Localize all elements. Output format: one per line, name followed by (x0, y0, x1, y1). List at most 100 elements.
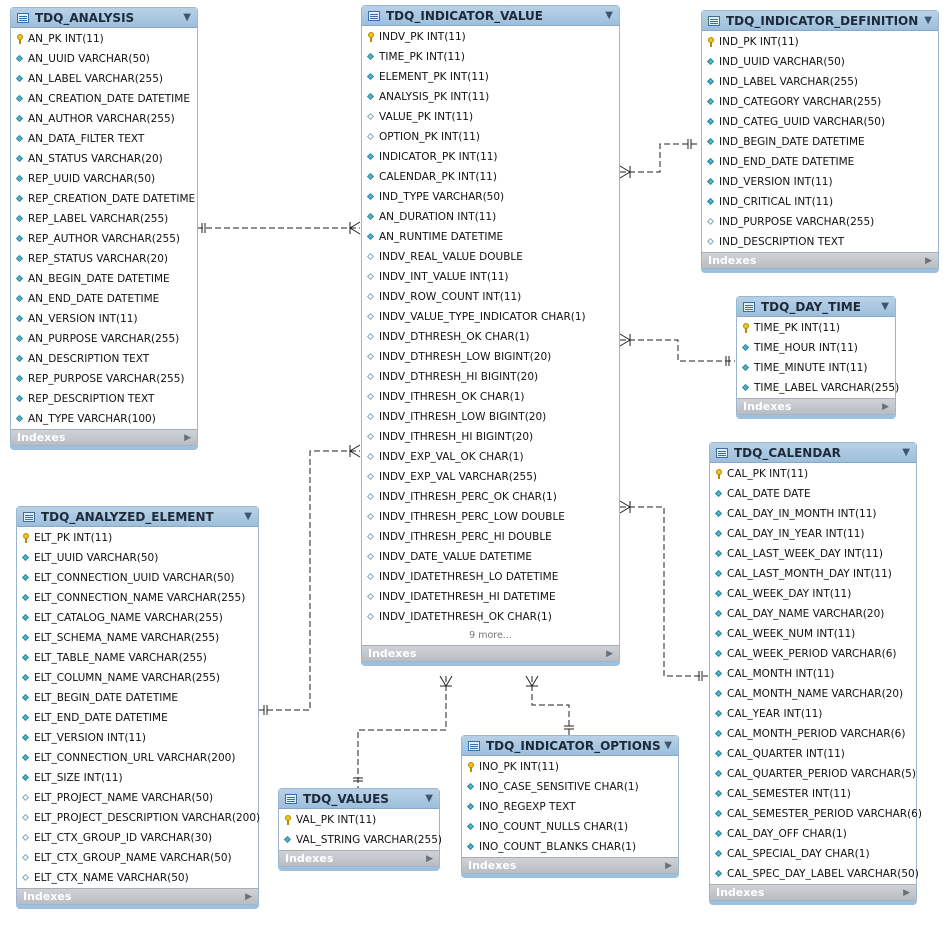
column-row[interactable]: IND_VERSION INT(11) (702, 172, 938, 192)
column-row[interactable]: OPTION_PK INT(11) (362, 127, 619, 147)
column-row[interactable]: CAL_WEEK_PERIOD VARCHAR(6) (710, 644, 916, 664)
indexes-section[interactable]: Indexes▶ (737, 398, 895, 414)
column-row[interactable]: ELT_CONNECTION_URL VARCHAR(200) (17, 748, 258, 768)
column-row[interactable]: CAL_DAY_NAME VARCHAR(20) (710, 604, 916, 624)
column-row[interactable]: INDV_DTHRESH_LOW BIGINT(20) (362, 347, 619, 367)
column-row[interactable]: CAL_MONTH_NAME VARCHAR(20) (710, 684, 916, 704)
column-row[interactable]: CAL_MONTH_PERIOD VARCHAR(6) (710, 724, 916, 744)
column-row[interactable]: CAL_SEMESTER_PERIOD VARCHAR(6) (710, 804, 922, 824)
column-row[interactable]: VALUE_PK INT(11) (362, 107, 619, 127)
column-row[interactable]: REP_CREATION_DATE DATETIME (11, 189, 197, 209)
column-row[interactable]: INO_REGEXP TEXT (462, 797, 678, 817)
column-row[interactable]: AN_AUTHOR VARCHAR(255) (11, 109, 197, 129)
column-row[interactable]: INDICATOR_PK INT(11) (362, 147, 619, 167)
column-row[interactable]: IND_UUID VARCHAR(50) (702, 52, 938, 72)
table-tdq-indicator-options[interactable]: TDQ_INDICATOR_OPTIONS▼INO_PK INT(11)INO_… (461, 735, 679, 874)
column-row[interactable]: AN_PK INT(11) (11, 29, 197, 49)
column-row[interactable]: CAL_QUARTER_PERIOD VARCHAR(5) (710, 764, 916, 784)
column-row[interactable]: IND_PURPOSE VARCHAR(255) (702, 212, 938, 232)
column-row[interactable]: CAL_MONTH INT(11) (710, 664, 916, 684)
column-row[interactable]: INDV_ITHRESH_HI BIGINT(20) (362, 427, 619, 447)
column-row[interactable]: INDV_ITHRESH_LOW BIGINT(20) (362, 407, 619, 427)
more-columns-link[interactable]: 9 more... (469, 630, 512, 641)
column-row[interactable]: AN_LABEL VARCHAR(255) (11, 69, 197, 89)
column-row[interactable]: AN_TYPE VARCHAR(100) (11, 409, 197, 429)
column-row[interactable]: ELT_TABLE_NAME VARCHAR(255) (17, 648, 258, 668)
column-row[interactable]: ELT_PK INT(11) (17, 528, 258, 548)
column-row[interactable]: ELT_CTX_GROUP_NAME VARCHAR(50) (17, 848, 258, 868)
expand-arrow-icon[interactable]: ▶ (426, 853, 433, 864)
column-row[interactable]: AN_DESCRIPTION TEXT (11, 349, 197, 369)
column-row[interactable]: IND_CRITICAL INT(11) (702, 192, 938, 212)
expand-arrow-icon[interactable]: ▶ (606, 648, 613, 659)
column-row[interactable]: INDV_ITHRESH_PERC_HI DOUBLE (362, 527, 619, 547)
column-row[interactable]: AN_DURATION INT(11) (362, 207, 619, 227)
column-row[interactable]: VAL_PK INT(11) (279, 810, 439, 830)
column-row[interactable]: INO_COUNT_BLANKS CHAR(1) (462, 837, 678, 857)
column-row[interactable]: CAL_DAY_IN_YEAR INT(11) (710, 524, 916, 544)
collapse-caret-icon[interactable]: ▼ (881, 301, 889, 312)
column-row[interactable]: IND_TYPE VARCHAR(50) (362, 187, 619, 207)
column-row[interactable]: INDV_ITHRESH_OK CHAR(1) (362, 387, 619, 407)
column-row[interactable]: ELT_PROJECT_NAME VARCHAR(50) (17, 788, 258, 808)
column-row[interactable]: TIME_LABEL VARCHAR(255) (737, 378, 899, 398)
column-row[interactable]: AN_END_DATE DATETIME (11, 289, 197, 309)
column-row[interactable]: AN_CREATION_DATE DATETIME (11, 89, 197, 109)
column-row[interactable]: IND_BEGIN_DATE DATETIME (702, 132, 938, 152)
column-row[interactable]: REP_DESCRIPTION TEXT (11, 389, 197, 409)
column-row[interactable]: INDV_PK INT(11) (362, 27, 619, 47)
column-row[interactable]: CAL_QUARTER INT(11) (710, 744, 916, 764)
column-row[interactable]: INDV_INT_VALUE INT(11) (362, 267, 619, 287)
column-row[interactable]: INDV_EXP_VAL_OK CHAR(1) (362, 447, 619, 467)
expand-arrow-icon[interactable]: ▶ (245, 891, 252, 902)
column-row[interactable]: REP_AUTHOR VARCHAR(255) (11, 229, 197, 249)
collapse-caret-icon[interactable]: ▼ (924, 15, 932, 26)
column-row[interactable]: ELT_VERSION INT(11) (17, 728, 258, 748)
column-row[interactable]: TIME_PK INT(11) (737, 318, 895, 338)
column-row[interactable]: REP_PURPOSE VARCHAR(255) (11, 369, 197, 389)
column-row[interactable]: INDV_VALUE_TYPE_INDICATOR CHAR(1) (362, 307, 619, 327)
table-header[interactable]: TDQ_ANALYZED_ELEMENT▼ (17, 507, 258, 527)
collapse-caret-icon[interactable]: ▼ (664, 740, 672, 751)
column-row[interactable]: AN_DATA_FILTER TEXT (11, 129, 197, 149)
column-row[interactable]: IND_PK INT(11) (702, 32, 938, 52)
column-row[interactable]: INDV_DATE_VALUE DATETIME (362, 547, 619, 567)
indexes-section[interactable]: Indexes▶ (279, 850, 439, 866)
column-row[interactable]: INDV_ITHRESH_PERC_LOW DOUBLE (362, 507, 619, 527)
column-row[interactable]: REP_STATUS VARCHAR(20) (11, 249, 197, 269)
column-row[interactable]: INO_COUNT_NULLS CHAR(1) (462, 817, 678, 837)
indexes-section[interactable]: Indexes▶ (710, 884, 916, 900)
column-row[interactable]: CAL_WEEK_DAY INT(11) (710, 584, 916, 604)
expand-arrow-icon[interactable]: ▶ (184, 432, 191, 443)
column-row[interactable]: ELT_CONNECTION_UUID VARCHAR(50) (17, 568, 258, 588)
column-row[interactable]: TIME_HOUR INT(11) (737, 338, 895, 358)
collapse-caret-icon[interactable]: ▼ (425, 793, 433, 804)
column-row[interactable]: CAL_LAST_WEEK_DAY INT(11) (710, 544, 916, 564)
column-row[interactable]: AN_STATUS VARCHAR(20) (11, 149, 197, 169)
table-header[interactable]: TDQ_DAY_TIME▼ (737, 297, 895, 317)
column-row[interactable]: CAL_SPECIAL_DAY CHAR(1) (710, 844, 916, 864)
column-row[interactable]: ELT_SCHEMA_NAME VARCHAR(255) (17, 628, 258, 648)
column-row[interactable]: ELT_SIZE INT(11) (17, 768, 258, 788)
indexes-section[interactable]: Indexes▶ (11, 429, 197, 445)
column-row[interactable]: CAL_SEMESTER INT(11) (710, 784, 916, 804)
column-row[interactable]: CAL_DAY_IN_MONTH INT(11) (710, 504, 916, 524)
column-row[interactable]: CAL_SPEC_DAY_LABEL VARCHAR(50) (710, 864, 919, 884)
table-tdq-values[interactable]: TDQ_VALUES▼VAL_PK INT(11)VAL_STRING VARC… (278, 788, 442, 867)
table-header[interactable]: TDQ_CALENDAR▼ (710, 443, 916, 463)
column-row[interactable]: INDV_ROW_COUNT INT(11) (362, 287, 619, 307)
column-row[interactable]: ELT_BEGIN_DATE DATETIME (17, 688, 258, 708)
column-row[interactable]: VAL_STRING VARCHAR(255) (279, 830, 442, 850)
column-row[interactable]: INDV_REAL_VALUE DOUBLE (362, 247, 619, 267)
column-row[interactable]: INDV_IDATETHRESH_OK CHAR(1) (362, 607, 619, 627)
indexes-section[interactable]: Indexes▶ (362, 645, 619, 661)
table-tdq-day-time[interactable]: TDQ_DAY_TIME▼TIME_PK INT(11)TIME_HOUR IN… (736, 296, 899, 415)
table-tdq-indicator-value[interactable]: TDQ_INDICATOR_VALUE▼INDV_PK INT(11)TIME_… (361, 5, 620, 662)
column-row[interactable]: INDV_DTHRESH_HI BIGINT(20) (362, 367, 619, 387)
column-row[interactable]: ELT_PROJECT_DESCRIPTION VARCHAR(200) (17, 808, 260, 828)
column-row[interactable]: AN_PURPOSE VARCHAR(255) (11, 329, 197, 349)
column-row[interactable]: CAL_DATE DATE (710, 484, 916, 504)
column-row[interactable]: IND_CATEG_UUID VARCHAR(50) (702, 112, 938, 132)
column-row[interactable]: INDV_ITHRESH_PERC_OK CHAR(1) (362, 487, 619, 507)
table-tdq-calendar[interactable]: TDQ_CALENDAR▼CAL_PK INT(11)CAL_DATE DATE… (709, 442, 922, 901)
